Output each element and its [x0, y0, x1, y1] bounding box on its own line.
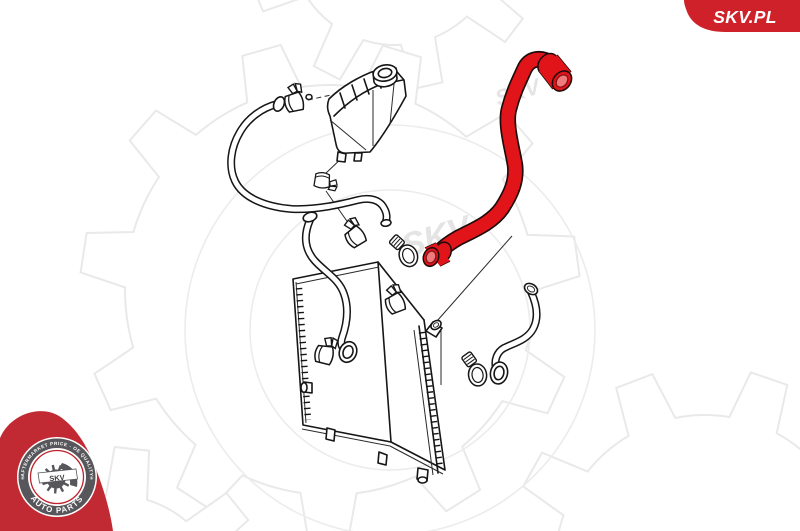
tank-tab: [336, 151, 347, 163]
badge-separator-icon: ✳: [20, 475, 25, 482]
hose-opening: [380, 218, 392, 228]
gear-watermark-icon: [521, 371, 800, 531]
radiator-inlet-port: [425, 319, 443, 338]
badge-separator-icon: ✳: [89, 475, 94, 482]
upper-coolant-hose: [227, 96, 392, 228]
badge-center-text: SKV: [49, 473, 65, 483]
hose-connector-top: [537, 52, 573, 92]
banner-logo-text: SKV.PL: [713, 7, 776, 27]
hose-flange-ring: [338, 340, 358, 364]
right-coolant-hose: [489, 282, 541, 385]
radiator-tab: [325, 427, 336, 442]
tank-tab: [353, 152, 363, 162]
brand-badge: AFTERMARKET PRICE - OE QUALITY AUTO PART…: [0, 411, 113, 531]
radiator-side-port: [300, 381, 313, 394]
badge-red-ring: [29, 449, 85, 505]
lower-coolant-hose: [301, 211, 358, 364]
brand-banner: SKV.PL: [684, 0, 800, 32]
banner-background: [684, 0, 800, 32]
clamp-pin: [305, 93, 313, 101]
expansion-tank: [326, 63, 407, 163]
highlighted-radiator-hose: [422, 50, 573, 268]
radiator-tab: [377, 451, 388, 466]
badge-gear-logo: SKV: [37, 463, 78, 494]
hose-connector-bottom: [422, 241, 453, 268]
hose-opening: [272, 96, 286, 112]
tank-cap: [372, 63, 398, 88]
gear-watermark-icon: [257, 0, 525, 90]
radiator-foot: [416, 467, 429, 484]
hose-clamps: [279, 81, 489, 389]
hose-flange-ring: [489, 361, 509, 385]
parts-diagram: [227, 50, 573, 484]
